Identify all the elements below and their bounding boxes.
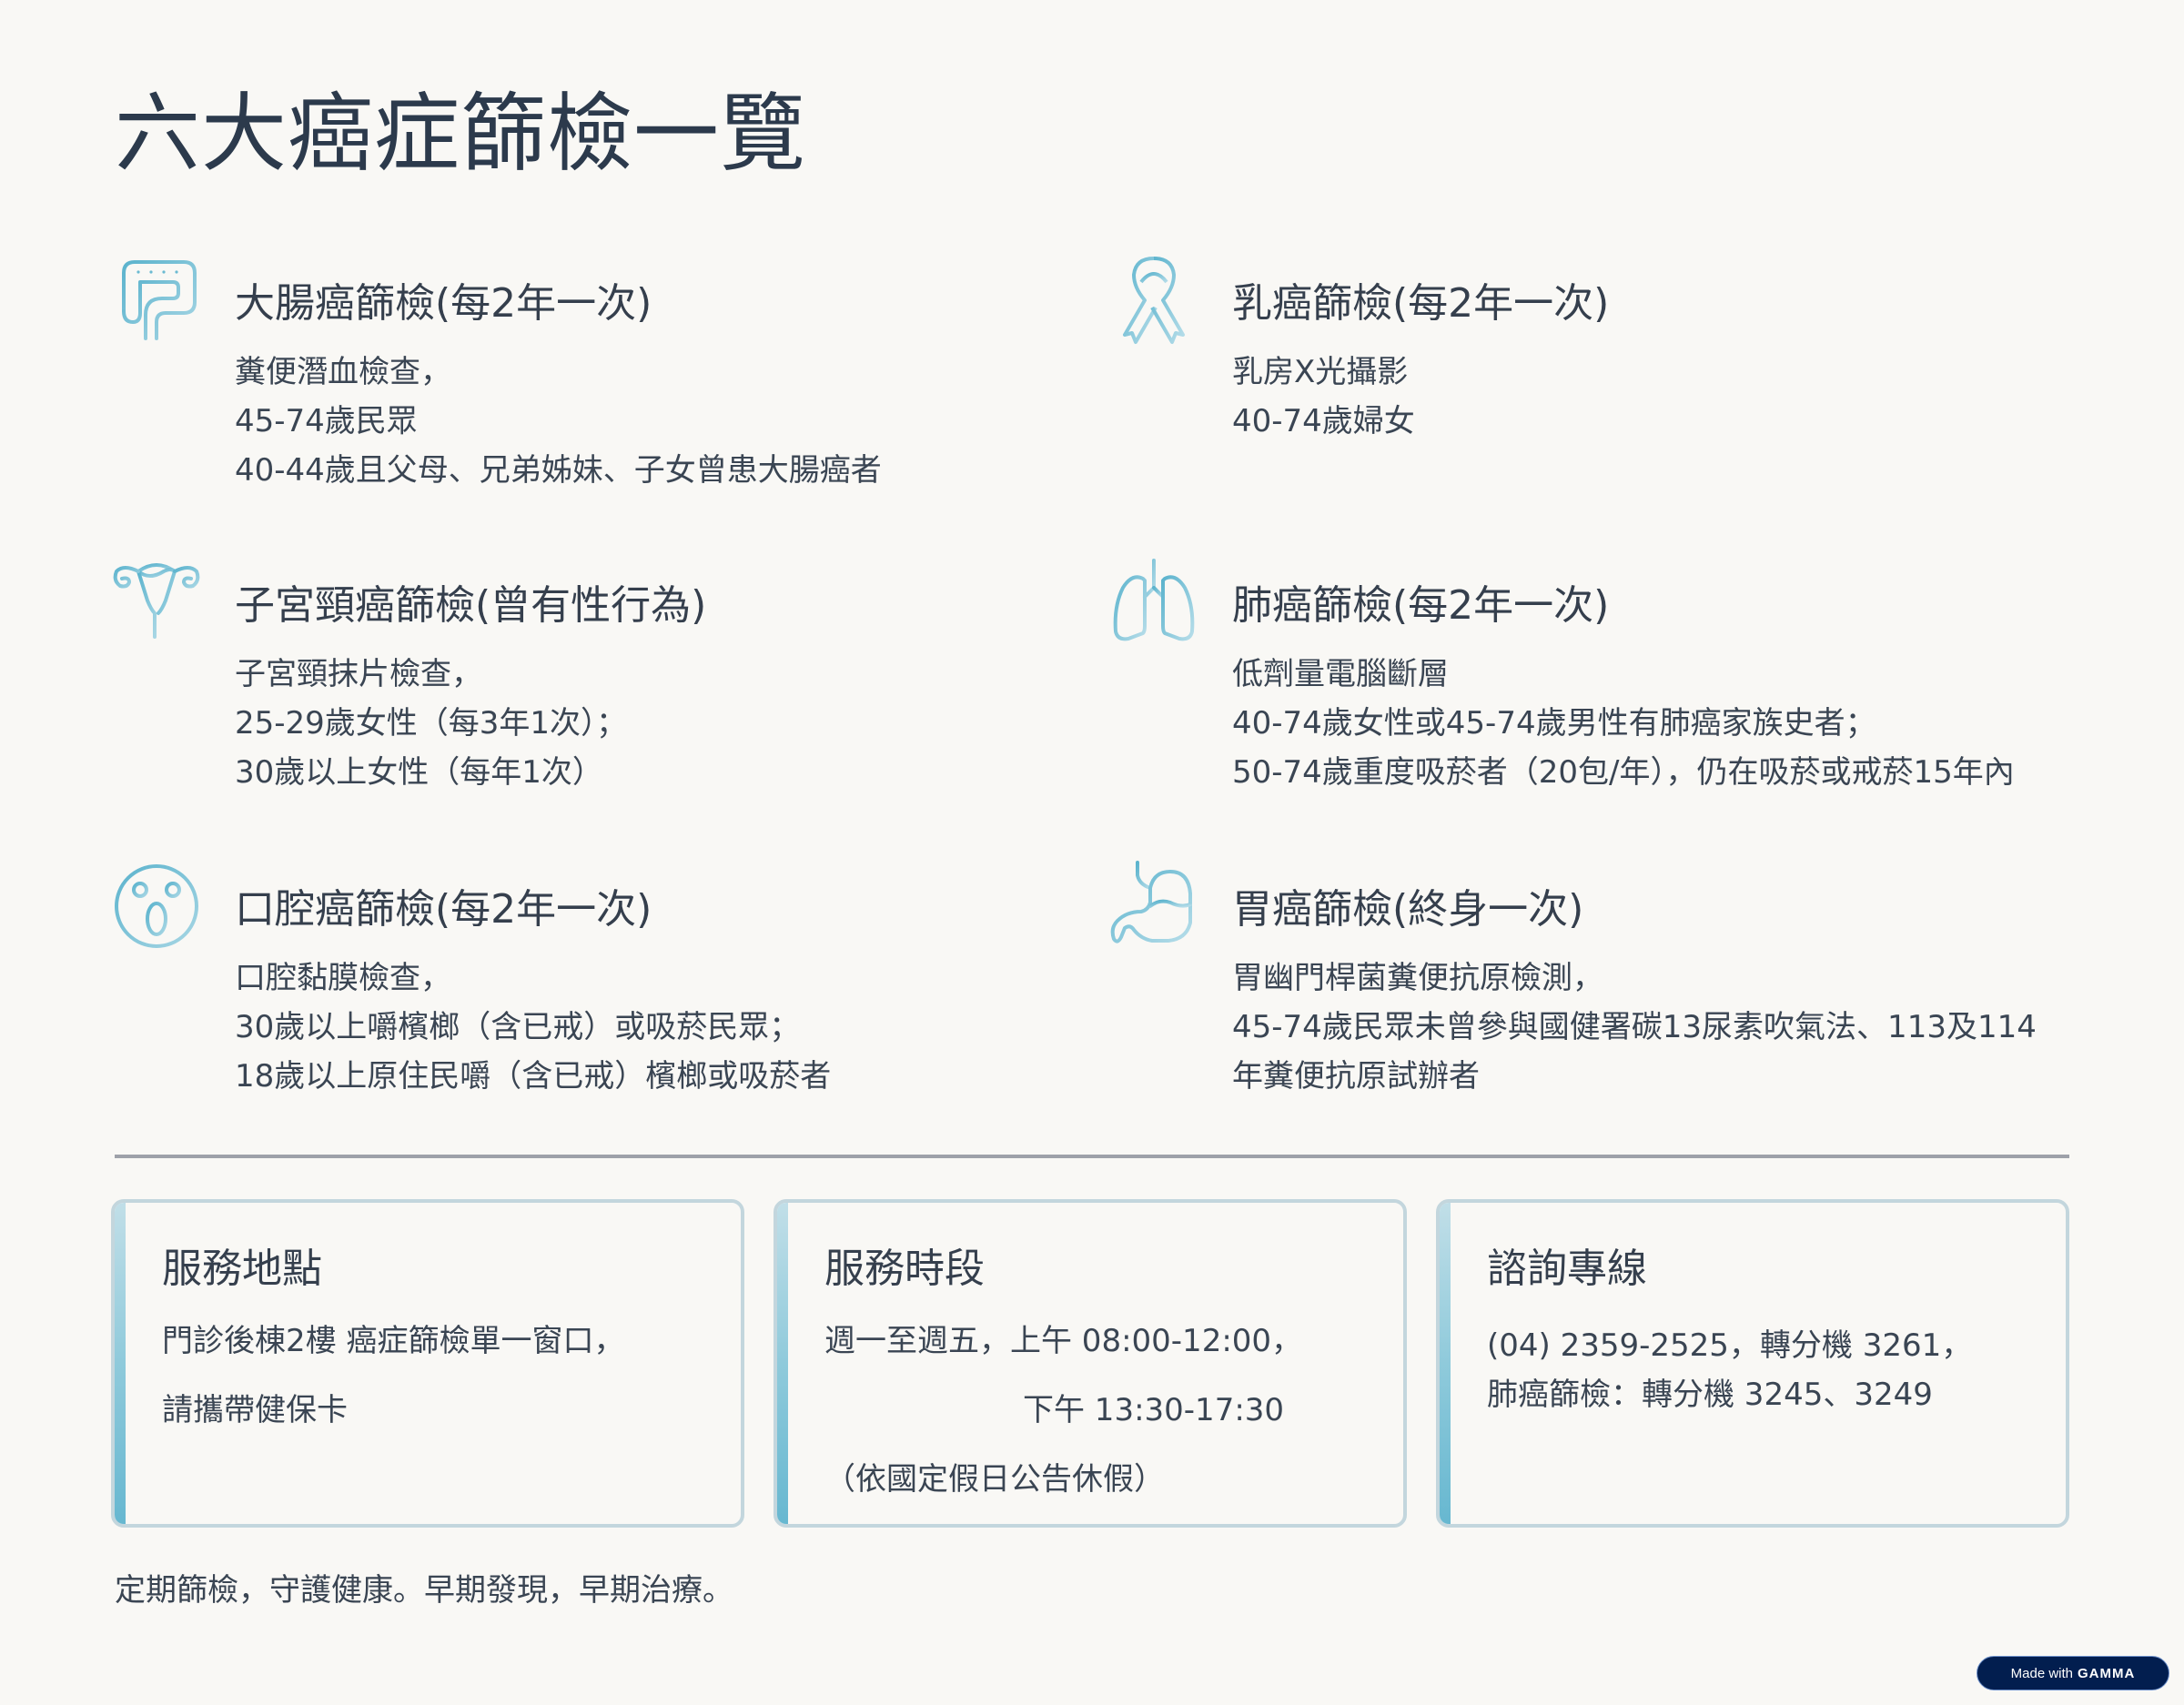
info-card-hotline: 諮詢專線 (04) 2359-2525，轉分機 3261， 肺癌篩檢：轉分機 3… xyxy=(1436,1199,2069,1528)
card-line: 週一至週五，上午 08:00-12:00， xyxy=(824,1323,1303,1359)
screening-heading: 肺癌篩檢(每2年一次) xyxy=(1232,582,1610,629)
page-title: 六大癌症篩檢一覽 xyxy=(115,85,807,184)
screening-heading: 子宮頸癌篩檢(曾有性行為) xyxy=(235,582,707,629)
screening-heading: 胃癌篩檢(終身一次) xyxy=(1232,886,1584,933)
detail-line: 年糞便抗原試辦者 xyxy=(1232,1058,1480,1095)
screening-details: 子宮頸抹片檢查， 25-29歲女性（每3年1次）； 30歲以上女性（每年1次） xyxy=(235,650,627,797)
gamma-logo: GAMMA xyxy=(2078,1665,2136,1681)
detail-line: 胃幽門桿菌糞便抗原檢測， xyxy=(1232,960,1603,996)
screening-details: 低劑量電腦斷層 40-74歲女性或45-74歲男性有肺癌家族史者； 50-74歲… xyxy=(1232,650,2015,797)
lungs-icon xyxy=(1108,559,1199,650)
detail-line: 糞便潛血檢查， xyxy=(235,354,451,390)
card-line: 肺癌篩檢：轉分機 3245、3249 xyxy=(1487,1377,1933,1413)
ribbon-icon xyxy=(1108,257,1199,348)
detail-line: 子宮頸抹片檢查， xyxy=(235,656,482,692)
detail-line: 40-44歲且父母、兄弟姊妹、子女曾患大腸癌者 xyxy=(235,452,882,489)
card-body: 門診後棟2樓 癌症篩檢單一窗口， 請攜帶健保卡 xyxy=(162,1306,624,1445)
card-body: (04) 2359-2525，轉分機 3261， 肺癌篩檢：轉分機 3245、3… xyxy=(1487,1321,1972,1419)
detail-line: 40-74歲婦女 xyxy=(1232,403,1415,439)
detail-line: 45-74歲民眾未曾參與國健署碳13尿素吹氣法、113及114 xyxy=(1232,1009,2037,1045)
detail-line: 50-74歲重度吸菸者（20包/年），仍在吸菸或戒菸15年內 xyxy=(1232,754,2015,791)
detail-line: 30歲以上女性（每年1次） xyxy=(235,754,603,791)
screening-heading: 乳癌篩檢(每2年一次) xyxy=(1232,280,1610,327)
tagline: 定期篩檢，守護健康。早期發現，早期治療。 xyxy=(115,1572,733,1609)
screening-details: 乳房X光攝影 40-74歲婦女 xyxy=(1232,348,1415,446)
screening-details: 糞便潛血檢查， 45-74歲民眾 40-44歲且父母、兄弟姊妹、子女曾患大腸癌者 xyxy=(235,348,882,495)
info-card-hours: 服務時段 週一至週五，上午 08:00-12:00， 下午 13:30-17:3… xyxy=(774,1199,1407,1528)
detail-line: 40-74歲女性或45-74歲男性有肺癌家族史者； xyxy=(1232,705,1876,742)
screening-details: 口腔黏膜檢查， 30歲以上嚼檳榔（含已戒）或吸菸民眾； 18歲以上原住民嚼（含已… xyxy=(235,953,831,1101)
badge-prefix: Made with xyxy=(2010,1665,2074,1681)
card-title: 服務時段 xyxy=(824,1246,985,1292)
made-with-gamma-badge[interactable]: Made with GAMMA xyxy=(1977,1656,2169,1690)
detail-line: 25-29歲女性（每3年1次）； xyxy=(235,705,628,742)
detail-line: 45-74歲民眾 xyxy=(235,403,418,439)
screening-heading: 口腔癌篩檢(每2年一次) xyxy=(235,886,652,933)
card-line: (04) 2359-2525，轉分機 3261， xyxy=(1487,1327,1973,1364)
card-line: 請攜帶健保卡 xyxy=(162,1392,348,1428)
card-line: 下午 13:30-17:30 xyxy=(1023,1392,1285,1428)
detail-line: 乳房X光攝影 xyxy=(1232,354,1409,390)
card-title: 服務地點 xyxy=(162,1246,322,1292)
card-line: （依國定假日公告休假） xyxy=(824,1461,1165,1498)
detail-line: 30歲以上嚼檳榔（含已戒）或吸菸民眾； xyxy=(235,1009,801,1045)
uterus-icon xyxy=(111,559,202,650)
card-body: 週一至週五，上午 08:00-12:00， 下午 13:30-17:30 （依國… xyxy=(824,1306,1302,1514)
mouth-face-icon xyxy=(111,863,202,953)
intestine-icon xyxy=(111,257,202,348)
screening-details: 胃幽門桿菌糞便抗原檢測， 45-74歲民眾未曾參與國健署碳13尿素吹氣法、113… xyxy=(1232,953,2037,1101)
detail-line: 口腔黏膜檢查， xyxy=(235,960,451,996)
info-card-location: 服務地點 門診後棟2樓 癌症篩檢單一窗口， 請攜帶健保卡 xyxy=(111,1199,744,1528)
detail-line: 低劑量電腦斷層 xyxy=(1232,656,1449,692)
card-title: 諮詢專線 xyxy=(1487,1246,1647,1292)
stomach-icon xyxy=(1108,861,1199,953)
detail-line: 18歲以上原住民嚼（含已戒）檳榔或吸菸者 xyxy=(235,1058,832,1095)
screening-heading: 大腸癌篩檢(每2年一次) xyxy=(235,280,652,327)
section-divider xyxy=(115,1155,2069,1158)
card-line: 門診後棟2樓 癌症篩檢單一窗口， xyxy=(162,1323,625,1359)
